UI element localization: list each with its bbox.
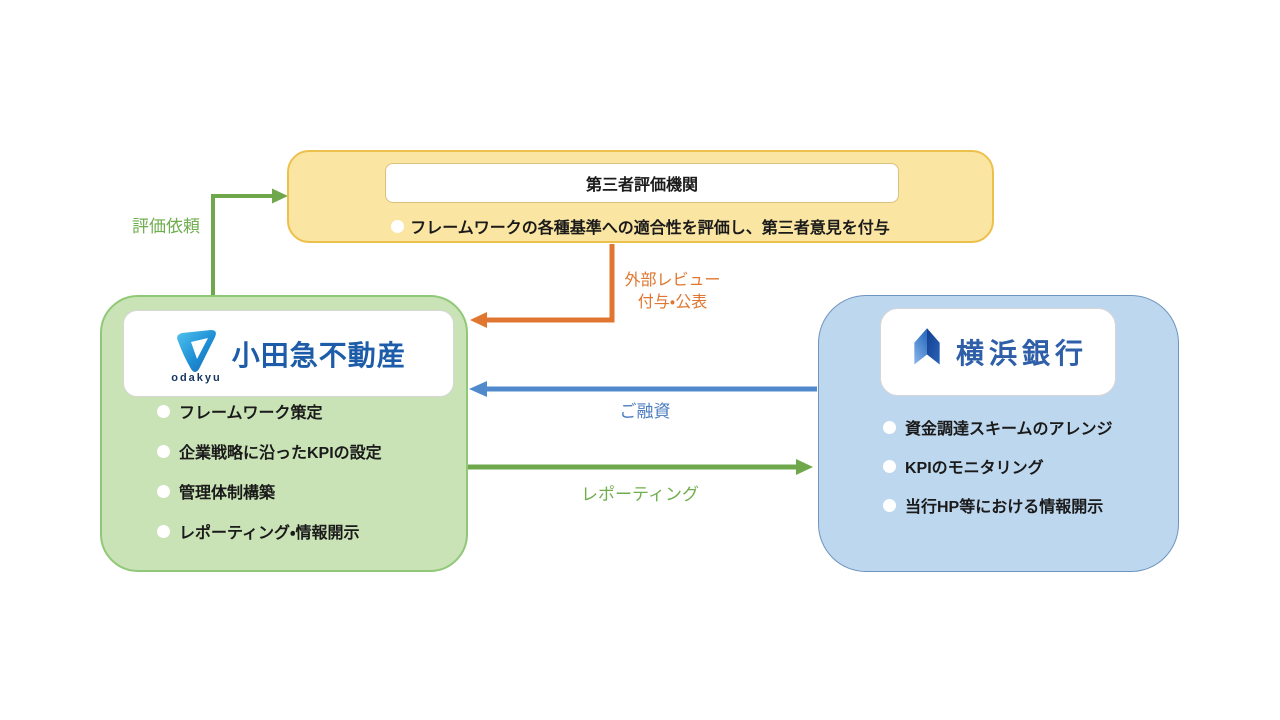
- third-party-evaluator-box: 第三者評価機関 フレームワークの各種基準への適合性を評価し、第三者意見を付与: [287, 150, 994, 243]
- bullet-dot-icon: [883, 459, 896, 473]
- yokohama-bullet-1: 資金調達スキームのアレンジ: [905, 421, 1113, 438]
- list-item: フレームワーク策定: [157, 401, 382, 422]
- odakyu-brand-text: 小田急不動産: [231, 339, 406, 371]
- external-review-arrow: [470, 244, 615, 328]
- yokohama-bullet-3: 当行HP等における情報開示: [905, 499, 1104, 516]
- reporting-label: レポーティング: [581, 485, 699, 504]
- reporting-arrow: [468, 459, 813, 475]
- list-item: レポーティング・情報開示: [157, 521, 382, 542]
- external-review-label-line2: 付与・公表: [637, 293, 708, 311]
- yokohama-bank-logo-icon: [908, 325, 946, 380]
- odakyu-logo-card: odakyu 小田急不動産: [123, 310, 454, 397]
- bullet-dot-icon: [391, 219, 405, 233]
- loan-label: ご融資: [619, 402, 671, 421]
- odakyu-box: odakyu 小田急不動産 フレームワーク策定 企業戦略に沿ったKPIの設定 管…: [100, 295, 468, 572]
- evaluation-request-arrow: [211, 188, 288, 295]
- loan-arrow: [469, 381, 817, 397]
- evaluator-bullet-row: フレームワークの各種基準への適合性を評価し、第三者意見を付与: [289, 214, 992, 238]
- list-item: 管理体制構築: [157, 481, 382, 502]
- yokohama-logo-card: 横浜銀行: [880, 308, 1116, 396]
- yokohama-bullet-list: 資金調達スキームのアレンジ KPIのモニタリング 当行HP等における情報開示: [883, 417, 1113, 534]
- bullet-dot-icon: [157, 524, 170, 538]
- bullet-dot-icon: [157, 404, 170, 418]
- bullet-dot-icon: [157, 444, 170, 458]
- yokohama-bullet-2: KPIのモニタリング: [905, 460, 1044, 477]
- evaluator-title: 第三者評価機関: [385, 163, 899, 203]
- bullet-dot-icon: [883, 498, 896, 512]
- odakyu-logo-icon: odakyu: [171, 328, 222, 384]
- evaluator-bullet-text: フレームワークの各種基準への適合性を評価し、第三者意見を付与: [410, 220, 890, 237]
- external-review-label-line1: 外部レビュー: [624, 272, 721, 289]
- yokohama-brand-text: 横浜銀行: [955, 338, 1088, 369]
- bullet-dot-icon: [157, 484, 170, 498]
- odakyu-bullet-list: フレームワーク策定 企業戦略に沿ったKPIの設定 管理体制構築 レポーティング・…: [157, 401, 382, 561]
- odakyu-bullet-3: 管理体制構築: [179, 485, 276, 502]
- odakyu-bullet-2: 企業戦略に沿ったKPIの設定: [179, 445, 382, 462]
- list-item: 企業戦略に沿ったKPIの設定: [157, 441, 382, 462]
- list-item: 資金調達スキームのアレンジ: [883, 417, 1113, 438]
- odakyu-logo-wordmark: odakyu: [171, 371, 222, 384]
- odakyu-bullet-4: レポーティング・情報開示: [179, 525, 360, 542]
- list-item: 当行HP等における情報開示: [883, 495, 1113, 516]
- yokohama-bank-box: 横浜銀行 資金調達スキームのアレンジ KPIのモニタリング 当行HP等における情…: [818, 295, 1179, 572]
- odakyu-bullet-1: フレームワーク策定: [179, 405, 323, 422]
- bullet-dot-icon: [883, 420, 896, 434]
- external-review-label: 外部レビュー 付与・公表: [605, 270, 740, 313]
- list-item: KPIのモニタリング: [883, 456, 1113, 477]
- evaluation-request-label: 評価依頼: [132, 217, 200, 236]
